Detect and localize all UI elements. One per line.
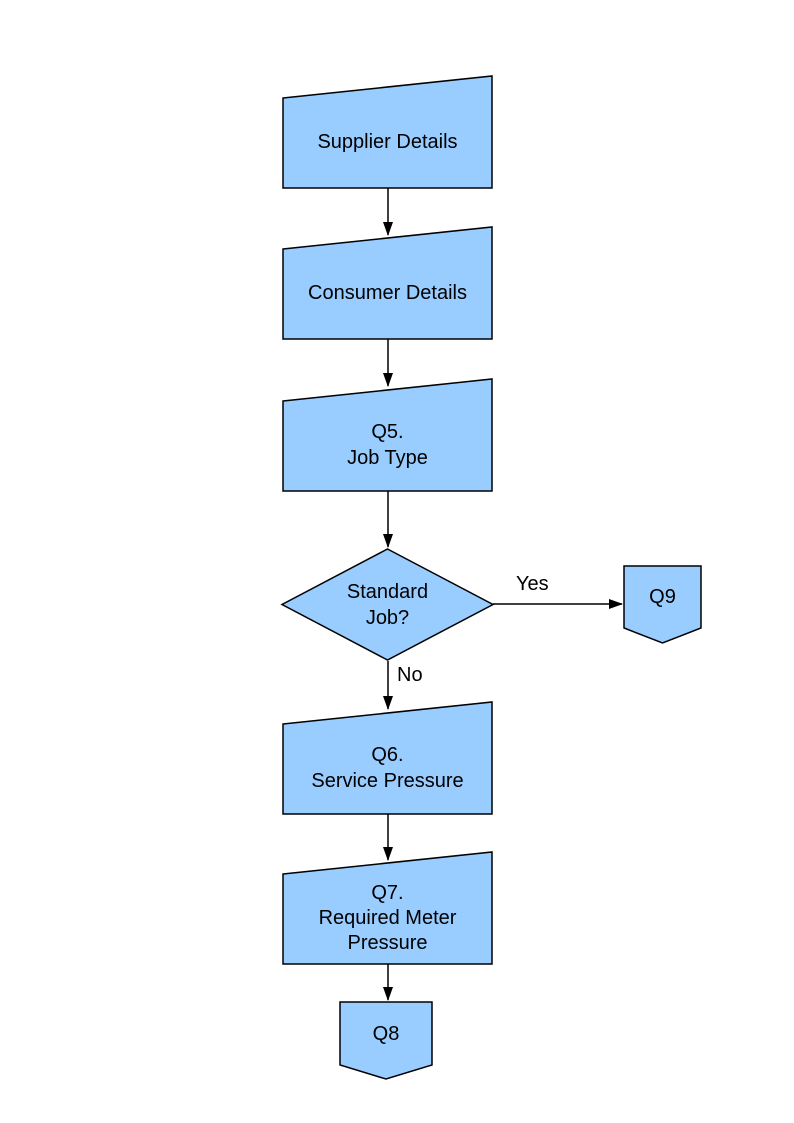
manual-input-shape (282, 75, 493, 189)
node-label-line1: Q5. (371, 421, 404, 443)
node-label-line3: Pressure (347, 931, 428, 954)
decision-diamond-shape (280, 548, 495, 661)
node-q8-connector: Q8 (339, 1001, 433, 1080)
manual-input-shape (282, 226, 493, 340)
node-q9-connector: Q9 (623, 565, 702, 644)
node-q5-job-type: Q5. Job Type (282, 378, 493, 492)
node-supplier-details: Supplier Details (282, 75, 493, 189)
node-label-line2: Required Meter (318, 906, 457, 929)
node-label-line1: Standard (346, 580, 429, 603)
node-label-line1: Q6. (371, 744, 404, 766)
node-q6-service-pressure: Q6. Service Pressure (282, 701, 493, 815)
edge-label-yes: Yes (516, 573, 549, 595)
node-label-line2: Job? (365, 606, 410, 629)
manual-input-shape (282, 378, 493, 492)
off-page-connector-shape (623, 565, 702, 644)
manual-input-shape (282, 701, 493, 815)
node-label-line1: Q7. (371, 881, 404, 904)
node-label-line2: Job Type (347, 447, 428, 469)
manual-input-shape (282, 851, 493, 965)
node-label-line2: Service Pressure (311, 770, 464, 792)
node-label: Q8 (372, 1022, 400, 1045)
edge-label-no: No (397, 664, 423, 686)
off-page-connector-shape (339, 1001, 433, 1080)
node-consumer-details: Consumer Details (282, 226, 493, 340)
node-decision-standard-job: Standard Job? (280, 548, 495, 661)
node-q7-required-meter-pressure: Q7. Required Meter Pressure (282, 851, 493, 965)
node-label: Consumer Details (308, 282, 467, 304)
node-label: Supplier Details (317, 131, 458, 153)
node-label: Q9 (649, 586, 676, 608)
